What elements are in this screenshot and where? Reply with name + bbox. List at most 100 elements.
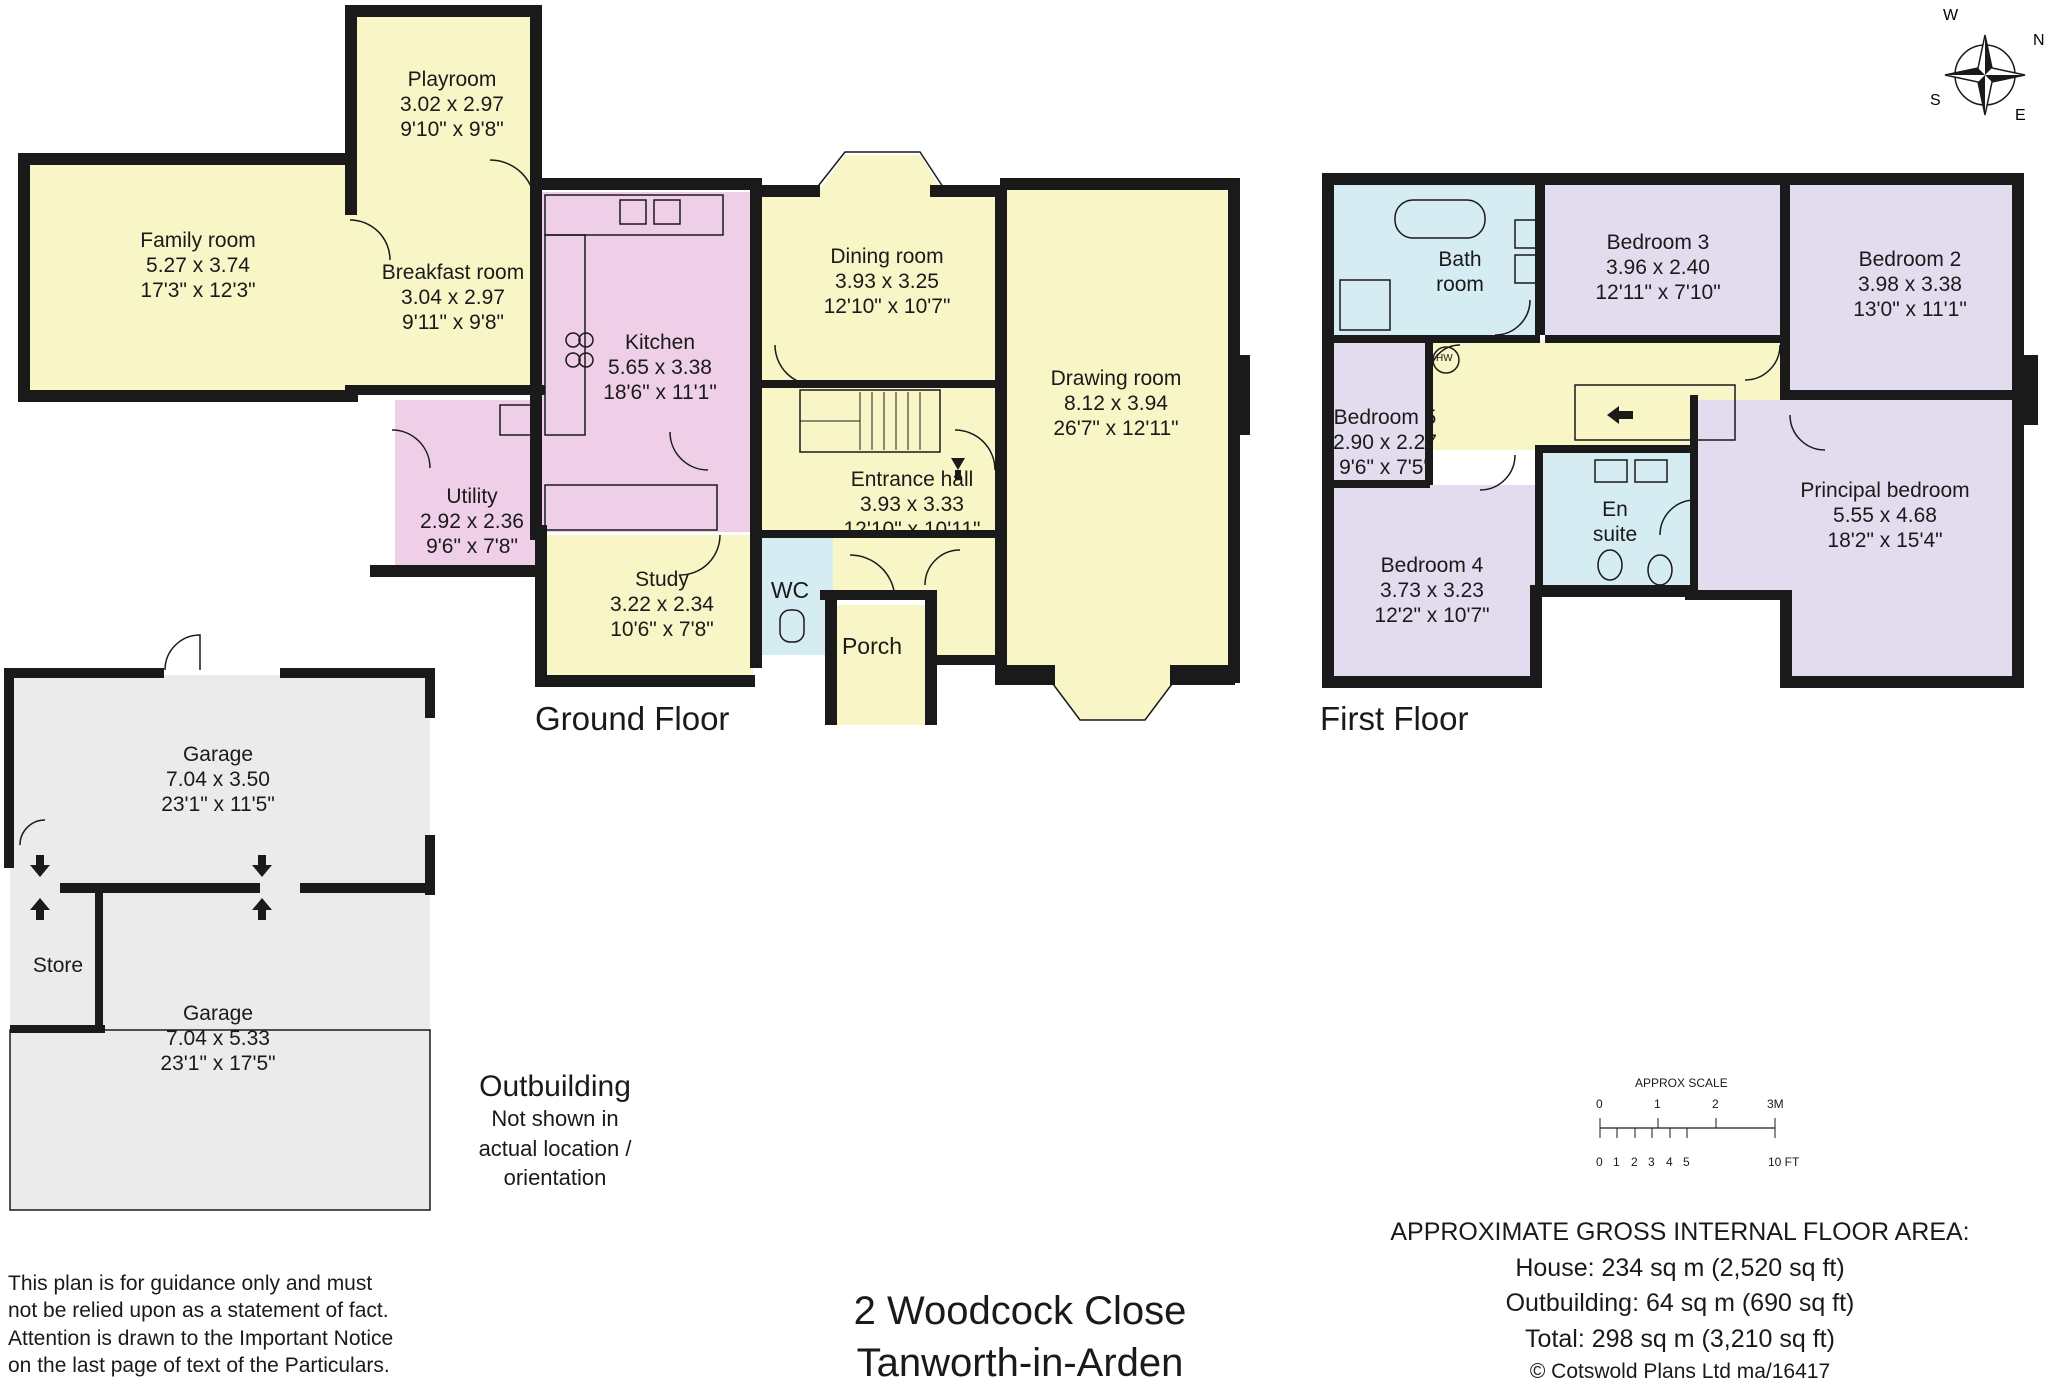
room-metric: 5.55 x 4.68 (1833, 504, 1937, 528)
room-name: Drawing room (1050, 367, 1182, 390)
bedroom-4-fill (1330, 485, 1535, 680)
hall-cupboard-fill (937, 545, 995, 665)
room-metric: 2.90 x 2.27 (1333, 431, 1437, 455)
room-imperial: 18'6" x 11'1" (603, 381, 717, 405)
room-imperial: 13'0" x 11'1" (1853, 298, 1967, 322)
kitchen-fittings (499, 194, 724, 531)
hot-water-label: HW (1436, 353, 1453, 364)
disclaimer-line-3: Attention is drawn to the Important Noti… (8, 1326, 394, 1350)
property-address: 2 Woodcock Close Tanworth-in-Arden (740, 1285, 1300, 1389)
bedroom-2-fill (1790, 180, 2020, 390)
principal-bedroom-fill (1695, 400, 2020, 680)
outbuilding-note-line-2: actual location / (478, 1135, 632, 1161)
room-imperial: 23'1" x 17'5" (160, 1052, 276, 1076)
scale-m-1: 1 (1654, 1097, 1661, 1111)
porch-fill (833, 605, 933, 725)
copyright-notice: © Cotswold Plans Ltd ma/16417 (1529, 1360, 1831, 1383)
drawing-room-bay (814, 151, 1176, 721)
scale-ft-2: 2 (1631, 1155, 1638, 1169)
room-label-bedroom-4: Bedroom 4 3.73 x 3.23 12'2" x 10'7" (1374, 553, 1489, 629)
stair-direction-arrow-icon (951, 458, 965, 480)
room-imperial: 17'3" x 12'3" (140, 279, 256, 303)
room-name-2: suite (1592, 523, 1638, 547)
room-name: Garage (182, 1002, 254, 1025)
room-imperial: 9'10" x 9'8" (400, 118, 504, 142)
scale-m-2: 2 (1712, 1097, 1719, 1111)
room-imperial: 12'2" x 10'7" (1374, 604, 1490, 628)
scale-m-3: 3M (1767, 1097, 1784, 1111)
family-room-fill (22, 160, 352, 395)
disclaimer-line-2: not be relied upon as a statement of fac… (8, 1299, 389, 1323)
room-name: WC (770, 577, 810, 603)
room-imperial: 12'10" x 10'7" (823, 295, 951, 319)
outbuilding-plan (4, 634, 435, 1211)
floor-area-total: Total: 298 sq m (3,210 sq ft) (1525, 1324, 1835, 1353)
room-metric: 3.93 x 3.25 (835, 270, 939, 294)
room-name: Family room (140, 229, 256, 252)
room-metric: 3.22 x 2.34 (610, 593, 714, 617)
first-floor-plan (1322, 173, 2038, 688)
bedroom-5-fill (1330, 340, 1430, 480)
room-metric: 7.04 x 3.50 (166, 768, 270, 792)
room-imperial: 12'10" x 10'11" (843, 518, 981, 542)
room-name: Entrance hall (850, 468, 974, 491)
scale-ft-1: 1 (1613, 1155, 1620, 1169)
room-name: Principal bedroom (1800, 479, 1970, 502)
room-name: Kitchen (624, 331, 696, 354)
study-fill (545, 535, 753, 675)
room-label-utility: Utility 2.92 x 2.36 9'6" x 7'8" (420, 484, 524, 560)
approx-scale-bar: APPROX SCALE 0 1 2 3M 0 1 2 3 4 5 10 FT (1596, 1076, 1800, 1169)
compass-w: W (1943, 7, 1959, 24)
store-fill (10, 890, 100, 1025)
room-metric: 3.98 x 3.38 (1858, 273, 1962, 297)
scale-ft-4: 4 (1666, 1155, 1673, 1169)
scale-m-0: 0 (1596, 1097, 1603, 1111)
first-floor-walls (1322, 173, 2038, 688)
kitchen-fill (540, 192, 755, 532)
room-name: Garage (182, 743, 254, 766)
drawing-room-fill (995, 185, 1235, 720)
room-imperial: 9'11" x 9'8" (402, 311, 504, 335)
room-name: Study (635, 568, 689, 591)
room-name: En (1602, 498, 1628, 521)
room-name: Bedroom 3 (1606, 231, 1710, 254)
room-label-en-suite: En suite (1593, 497, 1637, 547)
room-label-bedroom-2: Bedroom 2 3.98 x 3.38 13'0" x 11'1" (1853, 247, 1967, 323)
room-imperial: 10'6" x 7'8" (610, 618, 714, 642)
ground-floor-title: Ground Floor (535, 700, 730, 737)
garage-door-arrow-icon (30, 855, 272, 920)
scale-ft-0: 0 (1596, 1155, 1603, 1169)
room-metric: 3.96 x 2.40 (1606, 256, 1710, 280)
compass-n: N (2033, 32, 2045, 49)
room-name: Bedroom 2 (1858, 248, 1962, 271)
en-suite-fill (1540, 450, 1695, 590)
room-label-drawing-room: Drawing room 8.12 x 3.94 26'7" x 12'11" (1051, 366, 1182, 442)
room-metric: 7.04 x 5.33 (166, 1027, 270, 1051)
room-name-2: room (1436, 273, 1484, 297)
address-line-2: Tanworth-in-Arden (856, 1341, 1184, 1385)
room-imperial: 23'1" x 11'5" (161, 793, 275, 817)
scale-ft-3: 3 (1648, 1155, 1655, 1169)
room-name: Porch (841, 633, 903, 659)
scale-ft-10: 10 FT (1768, 1155, 1800, 1169)
dining-room-fill (755, 155, 995, 385)
first-floor-door-arcs (1429, 299, 1826, 536)
ground-floor-plan (18, 5, 1250, 725)
room-metric: 3.02 x 2.97 (400, 93, 504, 117)
room-name: Bedroom 5 (1333, 406, 1437, 429)
room-label-garage-upper: Garage 7.04 x 3.50 23'1" x 11'5" (161, 742, 275, 818)
room-label-principal-bedroom: Principal bedroom 5.55 x 4.68 18'2" x 15… (1800, 478, 1969, 554)
ground-floor-walls (18, 5, 1250, 725)
floor-area-outbuilding: Outbuilding: 64 sq m (690 sq ft) (1505, 1289, 1855, 1317)
playroom-fill (350, 12, 540, 210)
room-metric: 5.27 x 3.74 (146, 254, 250, 278)
room-name: Bedroom 4 (1380, 554, 1484, 577)
room-label-playroom: Playroom 3.02 x 2.97 9'10" x 9'8" (400, 67, 504, 143)
room-metric: 5.65 x 3.38 (608, 356, 712, 380)
room-label-bedroom-5: Bedroom 5 2.90 x 2.27 9'6" x 7'5" (1333, 405, 1437, 481)
disclaimer-line-4: on the last page of text of the Particul… (8, 1353, 390, 1377)
room-name: Playroom (407, 68, 497, 91)
outbuilding-outline (9, 634, 431, 1211)
garage-upper-fill (10, 675, 430, 890)
